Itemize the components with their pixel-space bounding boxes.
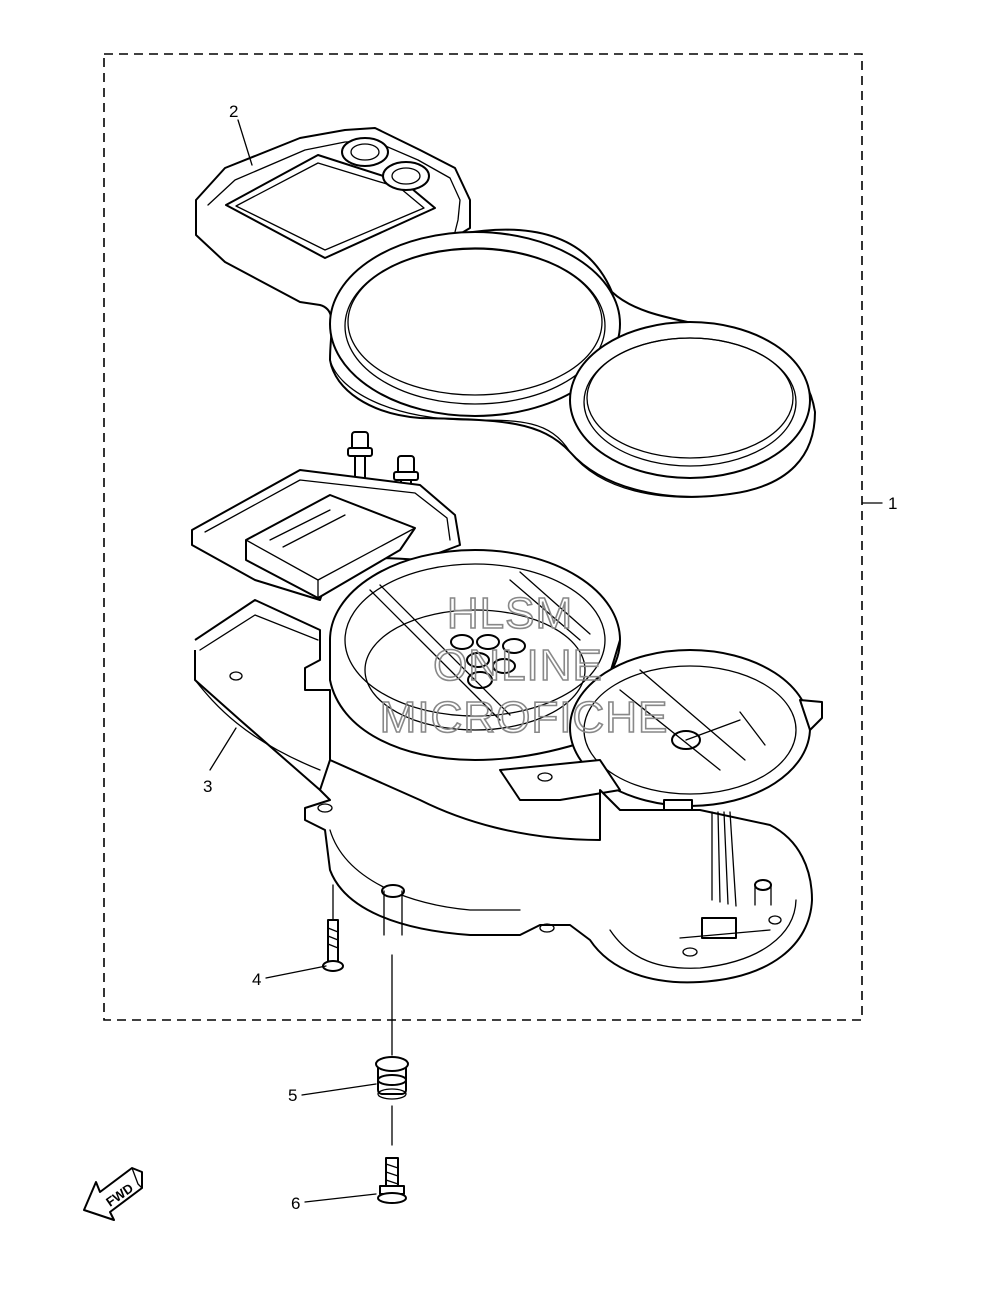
fwd-arrow-icon: FWD bbox=[83, 1167, 143, 1221]
bolt-part-6 bbox=[377, 1105, 407, 1204]
callout-1: 1 bbox=[888, 494, 897, 513]
screw-part-4 bbox=[322, 884, 344, 972]
meter-case-part bbox=[194, 599, 813, 984]
leader-line-4 bbox=[265, 965, 327, 979]
svg-text:ONLINE: ONLINE bbox=[433, 641, 603, 690]
callout-6: 6 bbox=[291, 1194, 300, 1213]
callout-4: 4 bbox=[252, 970, 261, 989]
leader-line-6 bbox=[304, 1193, 377, 1203]
meter-cover-part bbox=[195, 127, 816, 498]
leader-line-2 bbox=[237, 119, 253, 166]
grommet-part-5 bbox=[375, 954, 409, 1100]
watermark: HLSM ONLINE MICROFICHE bbox=[379, 588, 669, 743]
meter-body-part bbox=[191, 469, 823, 823]
callout-3: 3 bbox=[203, 777, 212, 796]
leader-line-3 bbox=[209, 727, 237, 771]
callout-5: 5 bbox=[288, 1086, 297, 1105]
svg-text:MICROFICHE: MICROFICHE bbox=[380, 693, 669, 742]
assembly-boundary-box bbox=[103, 53, 863, 1021]
svg-text:HLSM: HLSM bbox=[447, 589, 573, 638]
leader-line-5 bbox=[301, 1083, 377, 1096]
callout-2: 2 bbox=[229, 102, 238, 121]
